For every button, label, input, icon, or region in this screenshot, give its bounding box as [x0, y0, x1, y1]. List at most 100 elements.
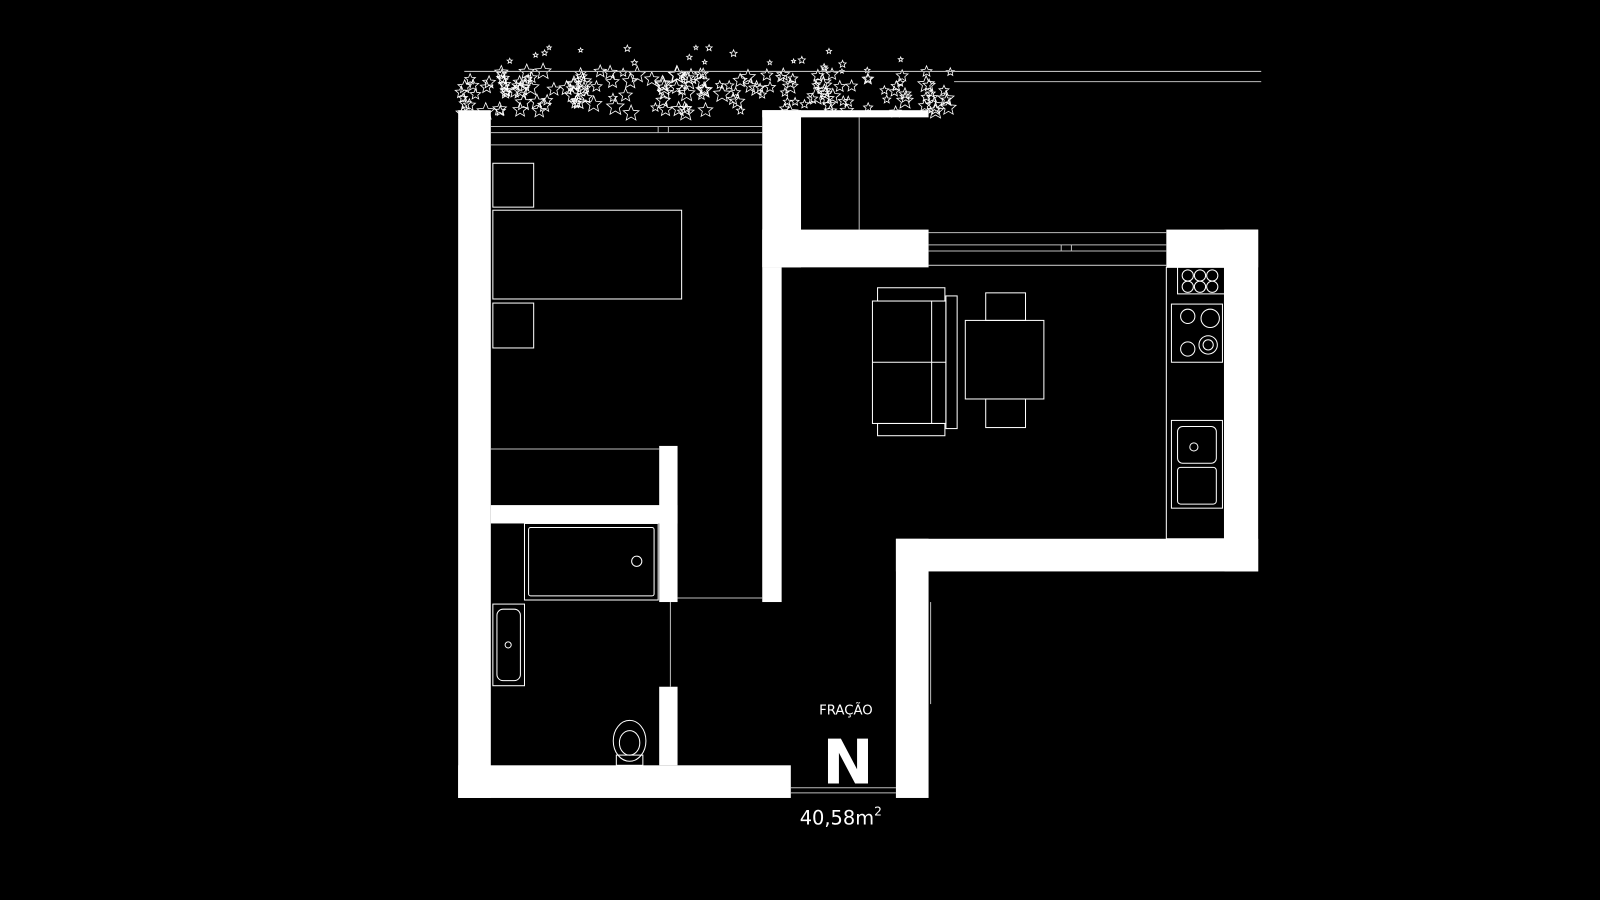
- plant-star: [565, 82, 576, 93]
- plant-star: [654, 75, 673, 93]
- bathroom-fixtures: [492, 522, 659, 766]
- plant-star: [540, 48, 549, 57]
- plant-star: [506, 57, 514, 65]
- plant-star: [714, 79, 725, 90]
- wall-right: [1224, 229, 1259, 572]
- wall-center-vertical: [762, 267, 782, 603]
- chair-bottom: [985, 398, 1027, 429]
- chair-top: [985, 292, 1027, 321]
- plant-star: [466, 78, 480, 91]
- plant-star: [605, 96, 625, 116]
- plant-star: [681, 102, 693, 114]
- plant-star: [895, 91, 915, 109]
- plant-star: [820, 64, 830, 73]
- plant-star: [657, 101, 674, 117]
- plant-star: [573, 71, 593, 90]
- plant-star: [497, 74, 509, 86]
- unit-area: 40,58m2: [800, 804, 882, 829]
- kitchen: [1165, 266, 1226, 540]
- terrace-lines: [464, 70, 1262, 83]
- plant-star: [940, 93, 953, 105]
- plant-star: [712, 84, 732, 103]
- plant-star: [895, 68, 909, 82]
- plant-star: [862, 101, 874, 113]
- plant-star: [939, 98, 958, 116]
- plant-star: [833, 79, 847, 93]
- plant-star: [534, 62, 553, 80]
- plant-star: [463, 72, 477, 85]
- plant-star: [837, 94, 850, 107]
- plant-star: [462, 97, 477, 112]
- unit-caption: FRAÇÃO: [819, 701, 873, 718]
- plant-star: [881, 94, 892, 104]
- plant-star: [754, 82, 766, 93]
- plant-star: [656, 84, 674, 100]
- plant-star: [531, 102, 548, 118]
- wall-bath-top: [490, 505, 678, 524]
- plant-star: [781, 77, 799, 94]
- wall-bath-right-lower: [659, 686, 678, 766]
- plant-star: [824, 87, 842, 104]
- plant-star: [920, 64, 933, 77]
- plant-star: [685, 53, 694, 61]
- plant-star: [521, 77, 540, 96]
- plant-star: [607, 92, 619, 103]
- plant-star: [898, 86, 912, 100]
- plant-star: [786, 72, 799, 84]
- plant-star: [782, 96, 793, 106]
- extractor-filter: [1193, 280, 1207, 293]
- plant-star: [760, 67, 774, 81]
- plant-star: [514, 93, 533, 111]
- plant-star: [945, 66, 956, 77]
- plant-star: [861, 72, 875, 85]
- plant-star: [890, 79, 903, 92]
- plant-star: [558, 79, 575, 96]
- dining-table: [964, 319, 1045, 400]
- area-exponent: 2: [874, 804, 882, 818]
- plant-star: [540, 93, 554, 106]
- plant-star: [837, 59, 848, 69]
- plant-star: [496, 68, 508, 80]
- plant-star: [756, 89, 768, 99]
- plant-star: [926, 101, 945, 119]
- plant-star: [797, 55, 807, 65]
- plant-star: [577, 46, 584, 53]
- plant-star: [701, 58, 708, 65]
- plant-star: [920, 91, 932, 102]
- plant-star: [693, 67, 708, 80]
- plant-star: [916, 74, 936, 93]
- plant-star: [469, 87, 482, 100]
- plant-star: [697, 101, 714, 118]
- plant-star: [676, 103, 695, 121]
- plant-star: [766, 59, 774, 66]
- plant-star: [694, 72, 711, 88]
- plant-star: [576, 80, 592, 95]
- plant-star: [879, 84, 890, 95]
- wall-bath-right-upper: [659, 445, 678, 603]
- unit-label: FRAÇÃO N 40,58m2: [800, 701, 882, 829]
- plant-star: [917, 98, 932, 112]
- plant-star: [622, 104, 640, 121]
- plant-star: [680, 70, 696, 85]
- bathtub-drain: [631, 555, 643, 567]
- plant-star: [728, 48, 739, 58]
- plant-star: [479, 79, 494, 94]
- plant-star: [825, 47, 833, 55]
- plant-star: [811, 79, 822, 90]
- plant-star: [590, 79, 603, 92]
- plant-star: [532, 51, 540, 58]
- wall-left: [458, 110, 491, 798]
- plant-star: [630, 58, 639, 67]
- plant-star: [545, 44, 553, 51]
- plant-star: [546, 81, 562, 96]
- plant-star: [517, 77, 533, 92]
- plant-star: [481, 74, 497, 89]
- plant-star: [499, 83, 513, 97]
- plant-star: [842, 95, 855, 108]
- plant-star: [680, 72, 698, 90]
- plant-star: [574, 74, 593, 93]
- plant-star: [605, 74, 621, 89]
- plant-star: [653, 74, 672, 91]
- kitchen-counter: [1165, 266, 1226, 540]
- plant-star: [704, 43, 714, 52]
